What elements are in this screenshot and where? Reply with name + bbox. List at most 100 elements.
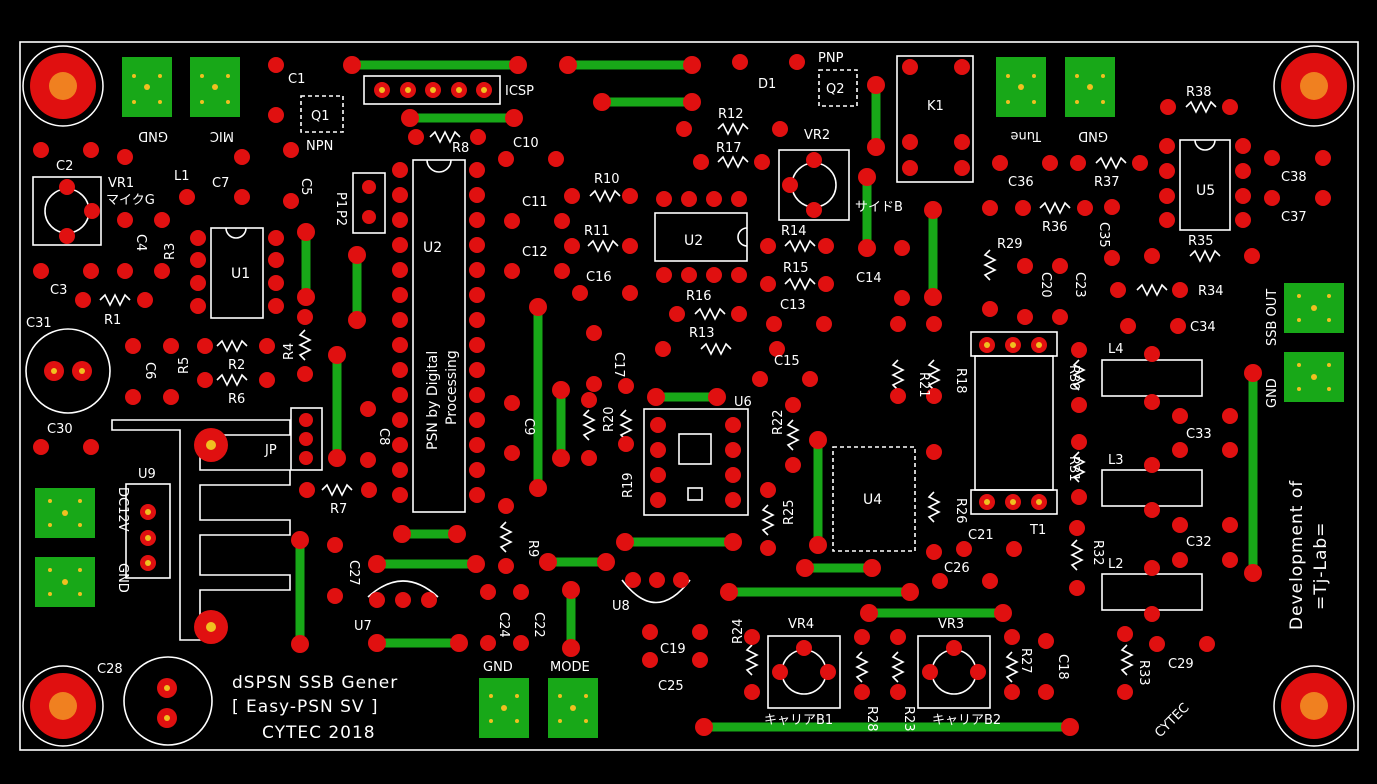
- label-c22: C22: [531, 612, 546, 638]
- label-icsp: ICSP: [505, 84, 534, 99]
- label-u8: U8: [612, 599, 630, 614]
- label-r20: R20: [602, 406, 617, 432]
- label-u7: U7: [354, 619, 372, 634]
- label-q2: Q2: [826, 82, 845, 97]
- label-r16: R16: [686, 289, 712, 304]
- label-c3: C3: [50, 283, 67, 298]
- label-p1: P1: [333, 192, 348, 208]
- label-r10: R10: [594, 172, 620, 187]
- mounting-holes: [22, 45, 1355, 747]
- label-c31: C31: [26, 316, 52, 331]
- label-r23: R23: [901, 706, 916, 732]
- label-r13: R13: [689, 326, 715, 341]
- label-c27: C27: [346, 560, 361, 586]
- label-u6: U6: [734, 395, 752, 410]
- label-l2: L2: [1108, 557, 1124, 572]
- label-vr4: VR4: [788, 617, 814, 632]
- label-c36: C36: [1008, 175, 1034, 190]
- label-c18: C18: [1055, 654, 1070, 680]
- label-c19: C19: [660, 642, 686, 657]
- label-tune: Tune: [1011, 128, 1042, 143]
- label-npn: NPN: [306, 139, 333, 154]
- label-r31: R31: [1066, 456, 1081, 482]
- resistors: [99, 100, 1221, 683]
- label-c13: C13: [780, 298, 806, 313]
- label-r27: R27: [1018, 648, 1033, 674]
- label-u9: U9: [138, 467, 156, 482]
- label-r12: R12: [718, 107, 744, 122]
- label-r18: R18: [953, 368, 968, 394]
- footer-line-3: CYTEC 2018: [262, 723, 376, 743]
- pads: [33, 54, 1331, 736]
- label-saidob: サイドB: [855, 200, 903, 215]
- traces: [295, 60, 1258, 732]
- label-u2b: U2: [684, 233, 703, 249]
- label-q1: Q1: [311, 109, 330, 124]
- label-c38: C38: [1281, 170, 1307, 185]
- label-c25: C25: [658, 679, 684, 694]
- label-r4: R4: [282, 343, 297, 360]
- label-c5: C5: [298, 178, 313, 195]
- footer-line-1: dSPSN SSB Gener: [232, 673, 398, 693]
- label-r19: R19: [621, 472, 636, 498]
- label-c17: C17: [611, 352, 626, 378]
- label-u2a: U2: [423, 240, 442, 256]
- label-r36: R36: [1042, 220, 1068, 235]
- label-r33: R33: [1136, 660, 1151, 686]
- label-r3: R3: [163, 243, 178, 260]
- label-jp: JP: [264, 443, 277, 458]
- label-r28: R28: [864, 706, 879, 732]
- drill-holes: [51, 87, 1042, 721]
- chip-text-2: Processing: [444, 350, 460, 425]
- connectors: [35, 57, 1344, 738]
- label-r37: R37: [1094, 175, 1120, 190]
- label-ssb-out: SSB OUT: [1265, 289, 1280, 346]
- label-c26: C26: [944, 561, 970, 576]
- label-c15: C15: [774, 354, 800, 369]
- label-r22: R22: [771, 409, 786, 435]
- label-c11: C11: [522, 195, 548, 210]
- label-gnd-left: GND: [115, 563, 130, 593]
- label-r26: R26: [953, 498, 968, 524]
- label-t1: T1: [1029, 523, 1046, 538]
- label-c28: C28: [97, 662, 123, 677]
- board-outline: [19, 41, 1359, 751]
- label-c6: C6: [142, 362, 157, 379]
- label-r7: R7: [330, 502, 347, 517]
- label-r29: R29: [997, 237, 1023, 252]
- label-maiku-g: マイクG: [106, 193, 155, 208]
- side-text-1: Development of: [1287, 480, 1307, 630]
- label-r11: R11: [584, 224, 610, 239]
- label-r32: R32: [1090, 540, 1105, 566]
- label-p2: P2: [333, 210, 348, 226]
- label-c21: C21: [968, 528, 994, 543]
- label-l1: L1: [174, 169, 190, 184]
- label-mode: MODE: [550, 660, 590, 675]
- label-c34: C34: [1190, 320, 1216, 335]
- label-c2: C2: [56, 159, 73, 174]
- label-c7: C7: [212, 176, 229, 191]
- footer-line-2: [ Easy-PSN SV ]: [232, 697, 379, 717]
- label-r8: R8: [452, 141, 469, 156]
- label-c4: C4: [133, 234, 148, 251]
- label-c29: C29: [1168, 657, 1194, 672]
- label-r38: R38: [1186, 85, 1212, 100]
- label-vr1: VR1: [108, 176, 134, 191]
- label-r1: R1: [104, 313, 121, 328]
- label-u5: U5: [1196, 183, 1215, 199]
- bottom-labels: GND MODE dSPSN SSB Gener [ Easy-PSN SV ]…: [232, 660, 590, 743]
- label-c10: C10: [513, 136, 539, 151]
- label-u1: U1: [231, 266, 250, 282]
- logo-text: CYTEC: [1152, 701, 1192, 741]
- label-c12: C12: [522, 245, 548, 260]
- label-vr3: VR3: [938, 617, 964, 632]
- label-c30: C30: [47, 422, 73, 437]
- label-r9: R9: [525, 540, 540, 557]
- side-text-2: =Tj-Lab=: [1311, 522, 1331, 610]
- label-gnd-right: GND: [1265, 378, 1280, 408]
- label-dc12v: DC12V: [115, 487, 130, 532]
- label-r14: R14: [781, 224, 807, 239]
- label-c32: C32: [1186, 535, 1212, 550]
- label-c37: C37: [1281, 210, 1307, 225]
